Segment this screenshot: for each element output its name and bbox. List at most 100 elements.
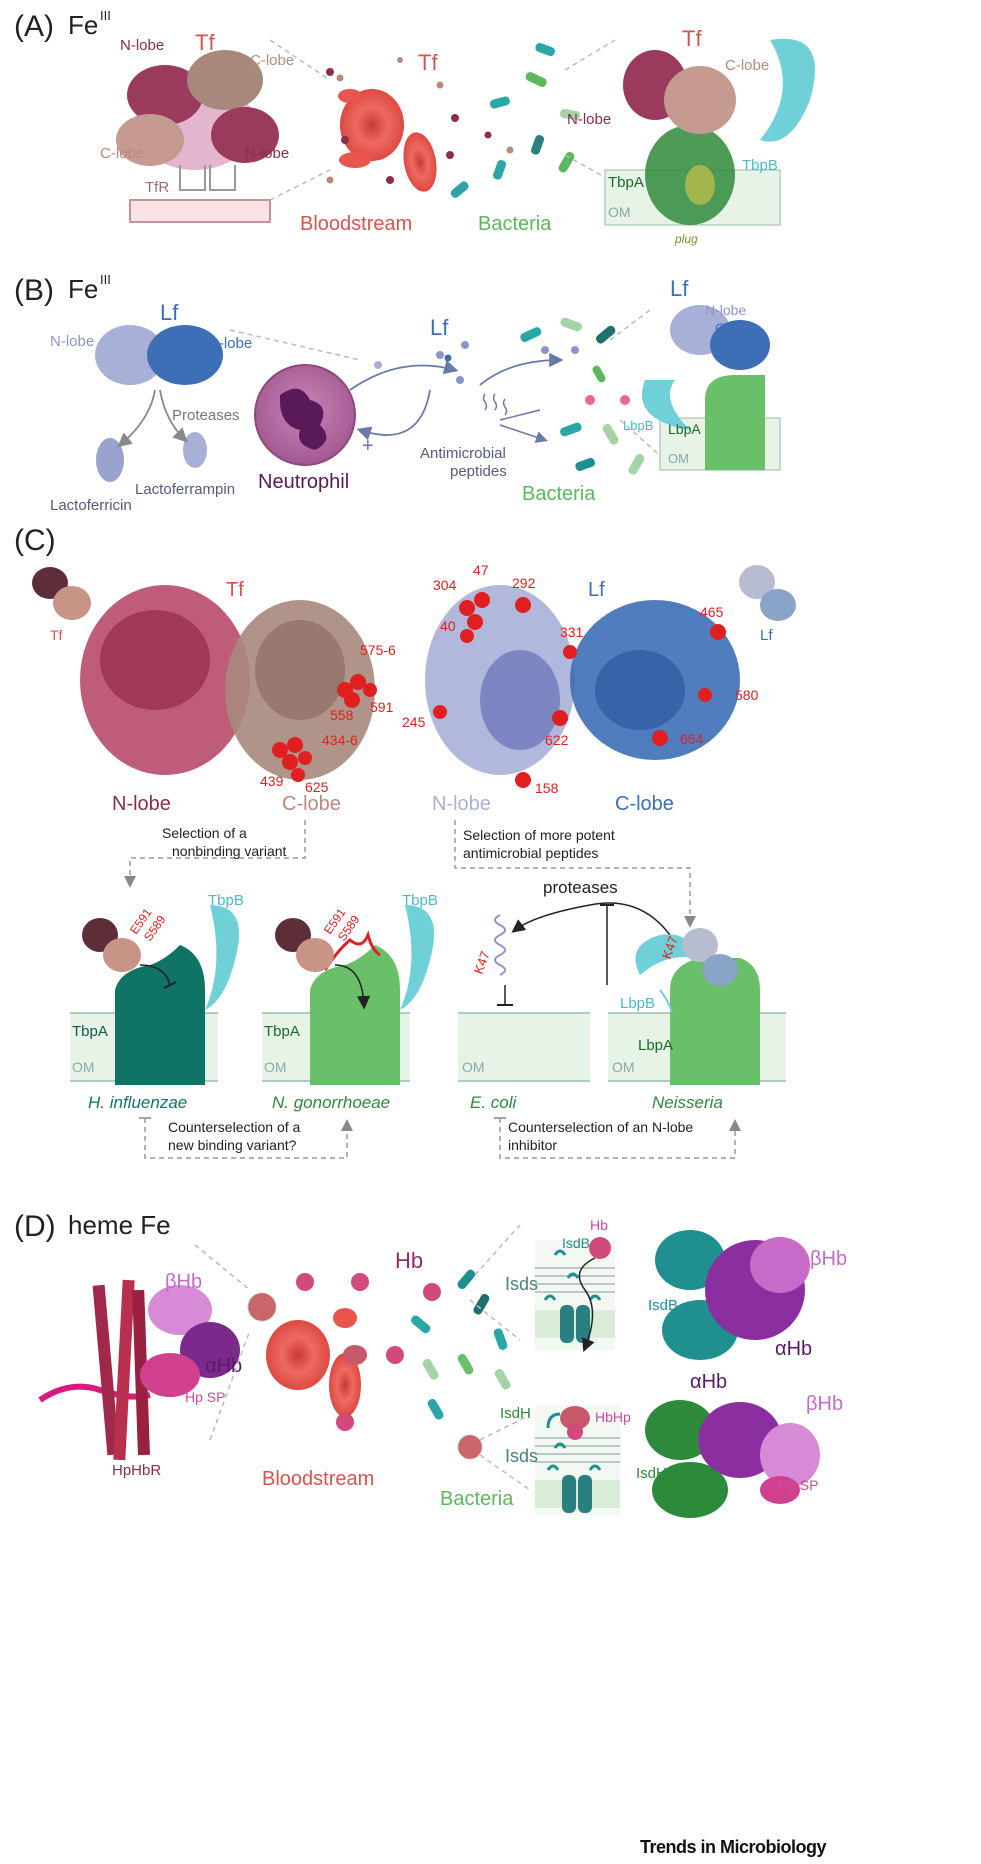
om-label-a: OM xyxy=(608,204,631,220)
bacteria-label-b: Bacteria xyxy=(522,483,596,505)
n-gonorrhoeae-receptor xyxy=(262,905,435,1085)
e-coli-label: E. coli xyxy=(470,1093,518,1112)
isdb-label-struct: IsdB xyxy=(648,1297,678,1314)
panel-a-label: (A) xyxy=(14,10,54,43)
tf-structure-c xyxy=(80,585,377,782)
clobe-label-a-bottom: C-lobe xyxy=(100,145,144,162)
selection1-line2: nonbinding variant xyxy=(172,843,287,859)
lf-residue-label: 331 xyxy=(560,624,584,640)
lf-residue-label: 158 xyxy=(535,780,559,796)
panel-d: (D) heme Fe βHb αHb Hp SP HpHbR Hb Blood… xyxy=(14,1210,847,1518)
tf-residue-label: 434-6 xyxy=(322,732,358,748)
bacteria-label-a: Bacteria xyxy=(478,213,552,235)
e-coli-panel xyxy=(458,902,671,1082)
nlobe-label-a-far: N-lobe xyxy=(567,111,611,128)
lf-residue-label: 622 xyxy=(545,732,569,748)
nlobe-label-a-left: N-lobe xyxy=(120,37,164,54)
isdh-membrane-box xyxy=(535,1405,620,1515)
tbpb-label-a: TbpB xyxy=(742,157,778,174)
hphbr-structure xyxy=(38,1279,240,1461)
lf-residue-label: 654 xyxy=(680,731,704,747)
bacteria-d xyxy=(410,1269,511,1460)
antimicrobial-label-line1: Antimicrobial xyxy=(420,445,506,462)
tf-tfr-structure xyxy=(116,50,279,223)
tf-icon xyxy=(32,567,91,620)
isdh-label-box: IsdH xyxy=(500,1405,531,1422)
tbpa-label-c1: TbpA xyxy=(72,1023,108,1040)
tbpa-label-c2: TbpA xyxy=(264,1023,300,1040)
h-influenzae-receptor xyxy=(70,905,240,1085)
bhb-label-left: βHb xyxy=(165,1271,202,1293)
panel-a-fe-superscript: III xyxy=(100,8,111,23)
tf-icon-label: Tf xyxy=(50,627,63,643)
neutrophil-label: Neutrophil xyxy=(258,471,349,493)
journal-logo-text: Trends in Microbiology xyxy=(640,1837,827,1857)
hb-label-box: Hb xyxy=(590,1217,608,1233)
clobe-label-b: C-lobe xyxy=(208,335,252,352)
panel-b-label: (B) xyxy=(14,274,54,307)
lf-residue-label: 465 xyxy=(700,604,724,620)
hphbr-label: HpHbR xyxy=(112,1462,161,1479)
lbpa-lbpb-structure xyxy=(642,305,781,471)
bacteria-a xyxy=(450,43,581,198)
counter2-line1: Counterselection of an N-lobe xyxy=(508,1119,693,1135)
k47-label-neisseria: K47 xyxy=(659,934,681,961)
n-gonorrhoeae-label: N. gonorrhoeae xyxy=(272,1093,390,1112)
om-label-c2: OM xyxy=(264,1059,287,1075)
lf-icon-label: Lf xyxy=(760,627,773,644)
bhb-label-right-top: βHb xyxy=(810,1248,847,1270)
neutrophil-cell xyxy=(254,364,356,466)
ahb-label-right-bottom: αHb xyxy=(690,1371,727,1393)
tf-residue-label: 591 xyxy=(370,699,394,715)
bacteria-label-d: Bacteria xyxy=(440,1488,514,1510)
tf-title-c: Tf xyxy=(226,579,244,601)
lactoferricin-label: Lactoferricin xyxy=(50,497,132,514)
hbhp-label-box: HbHp xyxy=(595,1409,631,1425)
tf-label-top: Tf xyxy=(195,30,215,55)
nlobe-label-b-right: N-lobe xyxy=(705,302,746,318)
plus-sign: + xyxy=(362,435,374,457)
bloodstream-label-d: Bloodstream xyxy=(262,1468,374,1490)
lf-label-middle: Lf xyxy=(430,315,449,340)
clobe-label-b-right: C-lobe xyxy=(715,320,756,336)
om-label-c3: OM xyxy=(462,1059,485,1075)
isdb-label-box: IsdB xyxy=(562,1235,590,1251)
panel-a: (A) Fe III Tf N-lobe C-lobe C-lobe N-lob… xyxy=(14,8,815,246)
lf-molecules-middle xyxy=(374,341,508,416)
proteases-label-b: Proteases xyxy=(172,407,240,424)
lf-residue-label: 304 xyxy=(433,577,457,593)
tbpa-tbpb-structure xyxy=(604,38,815,226)
lf-residue-labels: 304 47 292 40 331 465 580 245 622 654 15… xyxy=(402,562,759,796)
om-label-c4: OM xyxy=(612,1059,635,1075)
clobe-label-a-top: C-lobe xyxy=(250,52,294,69)
tf-label-middle: Tf xyxy=(418,50,438,75)
clobe-label-a-right: C-lobe xyxy=(725,57,769,74)
antimicrobial-label-line2: peptides xyxy=(450,463,507,480)
counter1-line2: new binding variant? xyxy=(168,1137,297,1153)
panel-b: (B) Fe III Lf N-lobe C-lobe Proteases La… xyxy=(14,272,781,514)
tf-residue-label: 439 xyxy=(260,773,284,789)
neisseria-receptor xyxy=(608,928,786,1085)
lf-structure-left xyxy=(95,325,223,482)
panel-b-fe: Fe xyxy=(68,274,98,304)
selection2-line1: Selection of more potent xyxy=(463,827,615,843)
lbpa-label-c: LbpA xyxy=(638,1037,673,1054)
lbpb-label-c: LbpB xyxy=(620,995,655,1012)
bloodstream-cells-a xyxy=(326,57,459,192)
counter1-line1: Counterselection of a xyxy=(168,1119,301,1135)
lf-clobe-label: C-lobe xyxy=(615,793,674,815)
tbpb-label-c2: TbpB xyxy=(402,892,438,909)
lf-nlobe-label: N-lobe xyxy=(432,793,491,815)
bacteria-b xyxy=(520,317,645,475)
isdh-hbhp-structure xyxy=(645,1400,820,1518)
tf-residue-label: 625 xyxy=(305,779,329,795)
hb-label-center: Hb xyxy=(395,1248,423,1273)
lactoferrampin-label: Lactoferrampin xyxy=(135,481,235,498)
tbpb-label-c1: TbpB xyxy=(208,892,244,909)
nlobe-label-a-right: N-lobe xyxy=(245,145,289,162)
tf-clobe-label: C-lobe xyxy=(282,793,341,815)
isdb-hb-structure xyxy=(655,1230,810,1360)
bhb-label-right-bottom: βHb xyxy=(806,1393,843,1415)
selection1-line1: Selection of a xyxy=(162,825,247,841)
tbpa-label-a: TbpA xyxy=(608,174,644,191)
